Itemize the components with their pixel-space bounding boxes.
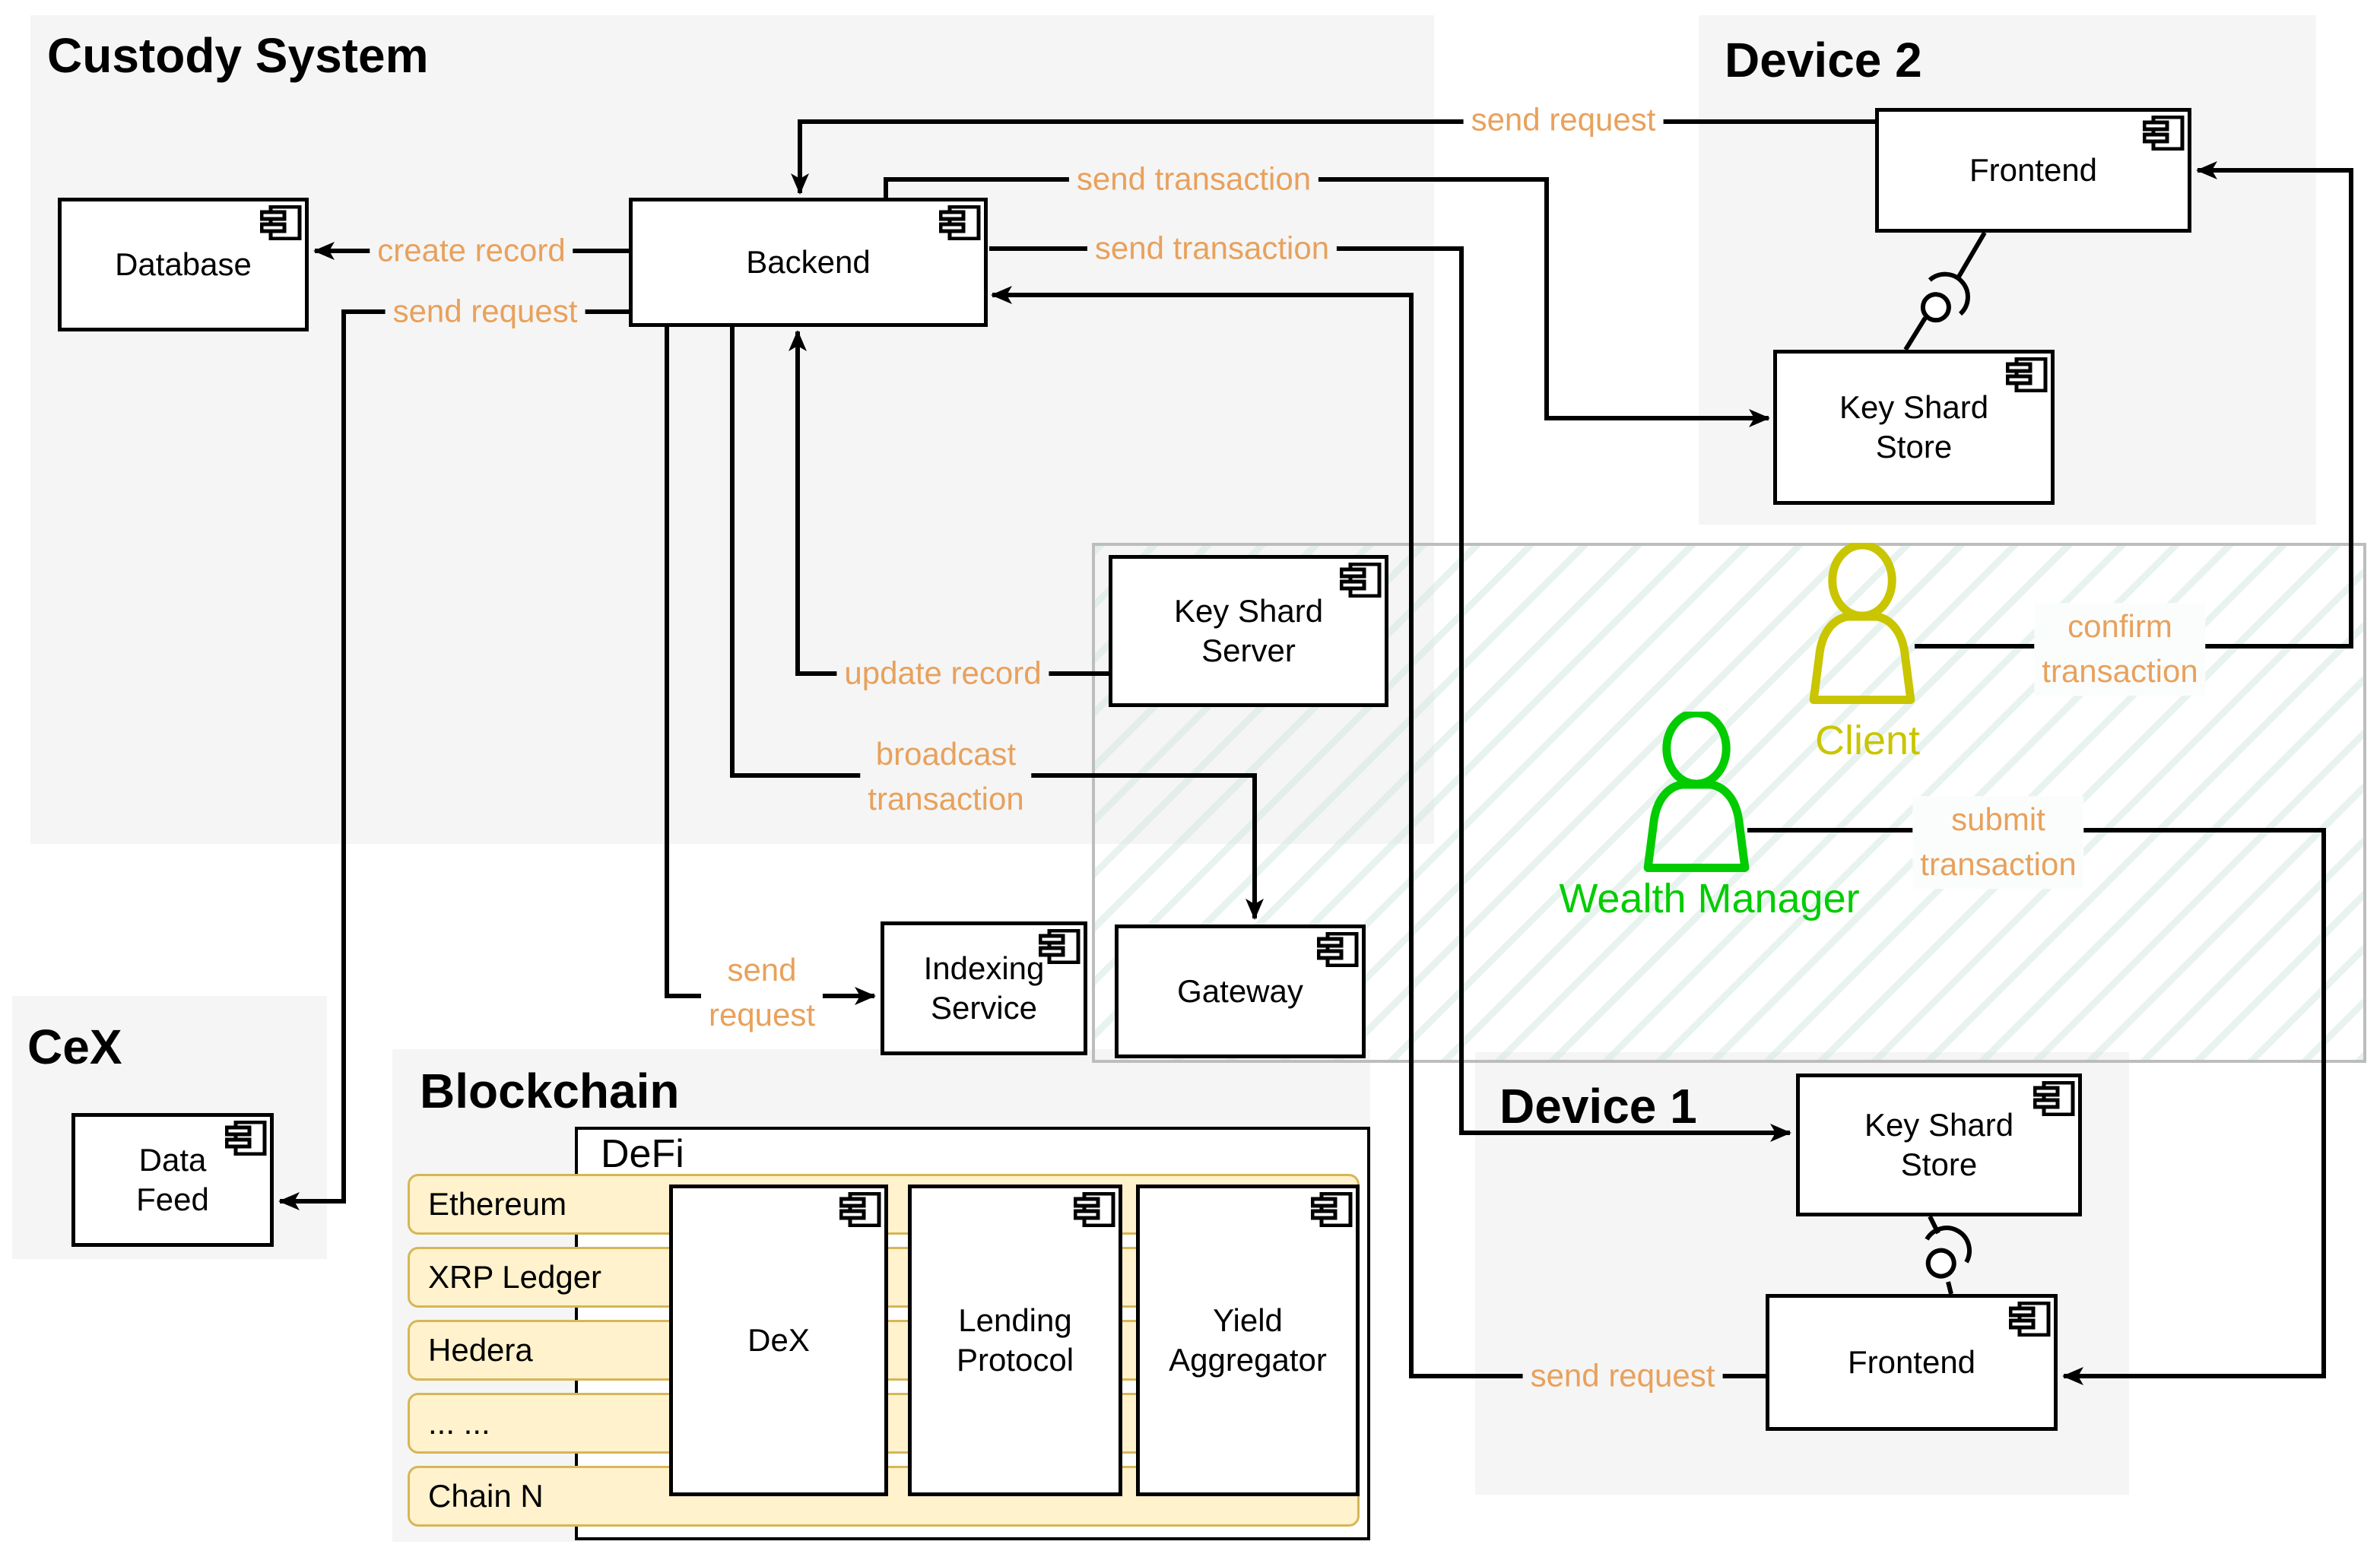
component-label-yield-aggregator: Yield Aggregator xyxy=(1169,1302,1327,1378)
component-icon xyxy=(839,1191,882,1228)
edge-label-send-request-bottom: send request xyxy=(1522,1352,1723,1400)
actor-label-client: Client xyxy=(1814,718,1921,763)
component-icon xyxy=(224,1120,268,1156)
component-label-key-shard-server: Key Shard Server xyxy=(1173,592,1324,669)
component-yield-aggregator: Yield Aggregator xyxy=(1136,1185,1360,1496)
actor-label-wealth-manager: Wealth Manager xyxy=(1559,876,1860,921)
panel-title-blockchain: Blockchain xyxy=(420,1064,680,1118)
component-label-database: Database xyxy=(115,246,252,282)
component-label-frontend-device1: Frontend xyxy=(1847,1343,1976,1380)
edge-label-send-request-indexing: send request xyxy=(700,947,823,1039)
edge-send-transaction-kss2 xyxy=(884,177,1770,427)
edge-update-record-backend xyxy=(789,330,1109,676)
component-label-lending-protocol: Lending Protocol xyxy=(956,1302,1074,1378)
component-icon xyxy=(1316,931,1360,968)
actor-icon-wealth-manager xyxy=(1641,709,1752,873)
panel-title-custody-system: Custody System xyxy=(47,28,429,83)
edge-send-request-frontend2-backend xyxy=(791,119,1875,195)
component-key-shard-store-device2: Key Shard Store xyxy=(1773,350,2055,505)
component-icon xyxy=(1073,1191,1116,1228)
component-gateway: Gateway xyxy=(1115,924,1366,1058)
component-lending-protocol: Lending Protocol xyxy=(908,1185,1122,1496)
panel-title-cex: CeX xyxy=(27,1020,122,1074)
edge-socket-line-frontend2 xyxy=(1956,231,1987,278)
edge-label-send-transaction-1: send transaction xyxy=(1068,155,1319,204)
edge-label-create-record: create record xyxy=(370,227,573,275)
component-icon xyxy=(2008,1301,2052,1337)
component-icon xyxy=(1339,562,1382,598)
component-key-shard-store-device1: Key Shard Store xyxy=(1796,1074,2082,1216)
edge-label-broadcast-transaction: broadcast transaction xyxy=(860,731,1032,823)
component-data-feed: Data Feed xyxy=(71,1113,274,1247)
component-dex: DeX xyxy=(669,1185,888,1496)
component-icon xyxy=(1038,928,1081,965)
component-icon xyxy=(2005,357,2048,393)
component-indexing-service: Indexing Service xyxy=(881,921,1087,1055)
component-key-shard-server: Key Shard Server xyxy=(1109,555,1388,707)
component-label-key-shard-store-device1: Key Shard Store xyxy=(1864,1106,2014,1183)
component-label-dex: DeX xyxy=(747,1321,810,1358)
component-icon xyxy=(2142,115,2185,151)
component-icon xyxy=(1310,1191,1353,1228)
component-label-indexing-service: Indexing Service xyxy=(923,950,1045,1026)
socket-icon-assembly-device1 xyxy=(1925,1226,1972,1279)
socket-icon-assembly-device2 xyxy=(1920,271,1970,323)
component-frontend-device2: Frontend xyxy=(1875,108,2191,233)
component-backend: Backend xyxy=(629,198,988,327)
edge-label-send-transaction-2: send transaction xyxy=(1087,224,1338,273)
component-icon xyxy=(938,205,982,241)
component-label-backend: Backend xyxy=(746,243,871,280)
component-database: Database xyxy=(58,198,309,331)
component-label-key-shard-store-device2: Key Shard Store xyxy=(1839,388,1989,465)
component-label-data-feed: Data Feed xyxy=(136,1141,209,1218)
component-label-gateway: Gateway xyxy=(1177,972,1303,1009)
edge-label-confirm-transaction: confirm transaction xyxy=(2034,603,2206,696)
actor-icon-client xyxy=(1807,541,1918,706)
edge-ball-line-kss2 xyxy=(1903,316,1928,351)
edge-label-submit-transaction: submit transaction xyxy=(1912,796,2084,889)
component-icon xyxy=(2033,1080,2076,1117)
defi-label: DeFi xyxy=(601,1132,684,1176)
panel-title-device-2: Device 2 xyxy=(1725,33,1922,87)
component-label-frontend-device2: Frontend xyxy=(1969,151,2098,188)
edge-label-send-request-top: send request xyxy=(1463,96,1664,144)
component-icon xyxy=(259,205,303,241)
component-frontend-device1: Frontend xyxy=(1766,1294,2058,1431)
panel-title-device-1: Device 1 xyxy=(1499,1079,1697,1134)
edge-label-send-request-cex: send request xyxy=(385,287,585,336)
edge-label-update-record: update record xyxy=(836,649,1049,698)
edge-ball-line-frontend1 xyxy=(1946,1281,1953,1295)
